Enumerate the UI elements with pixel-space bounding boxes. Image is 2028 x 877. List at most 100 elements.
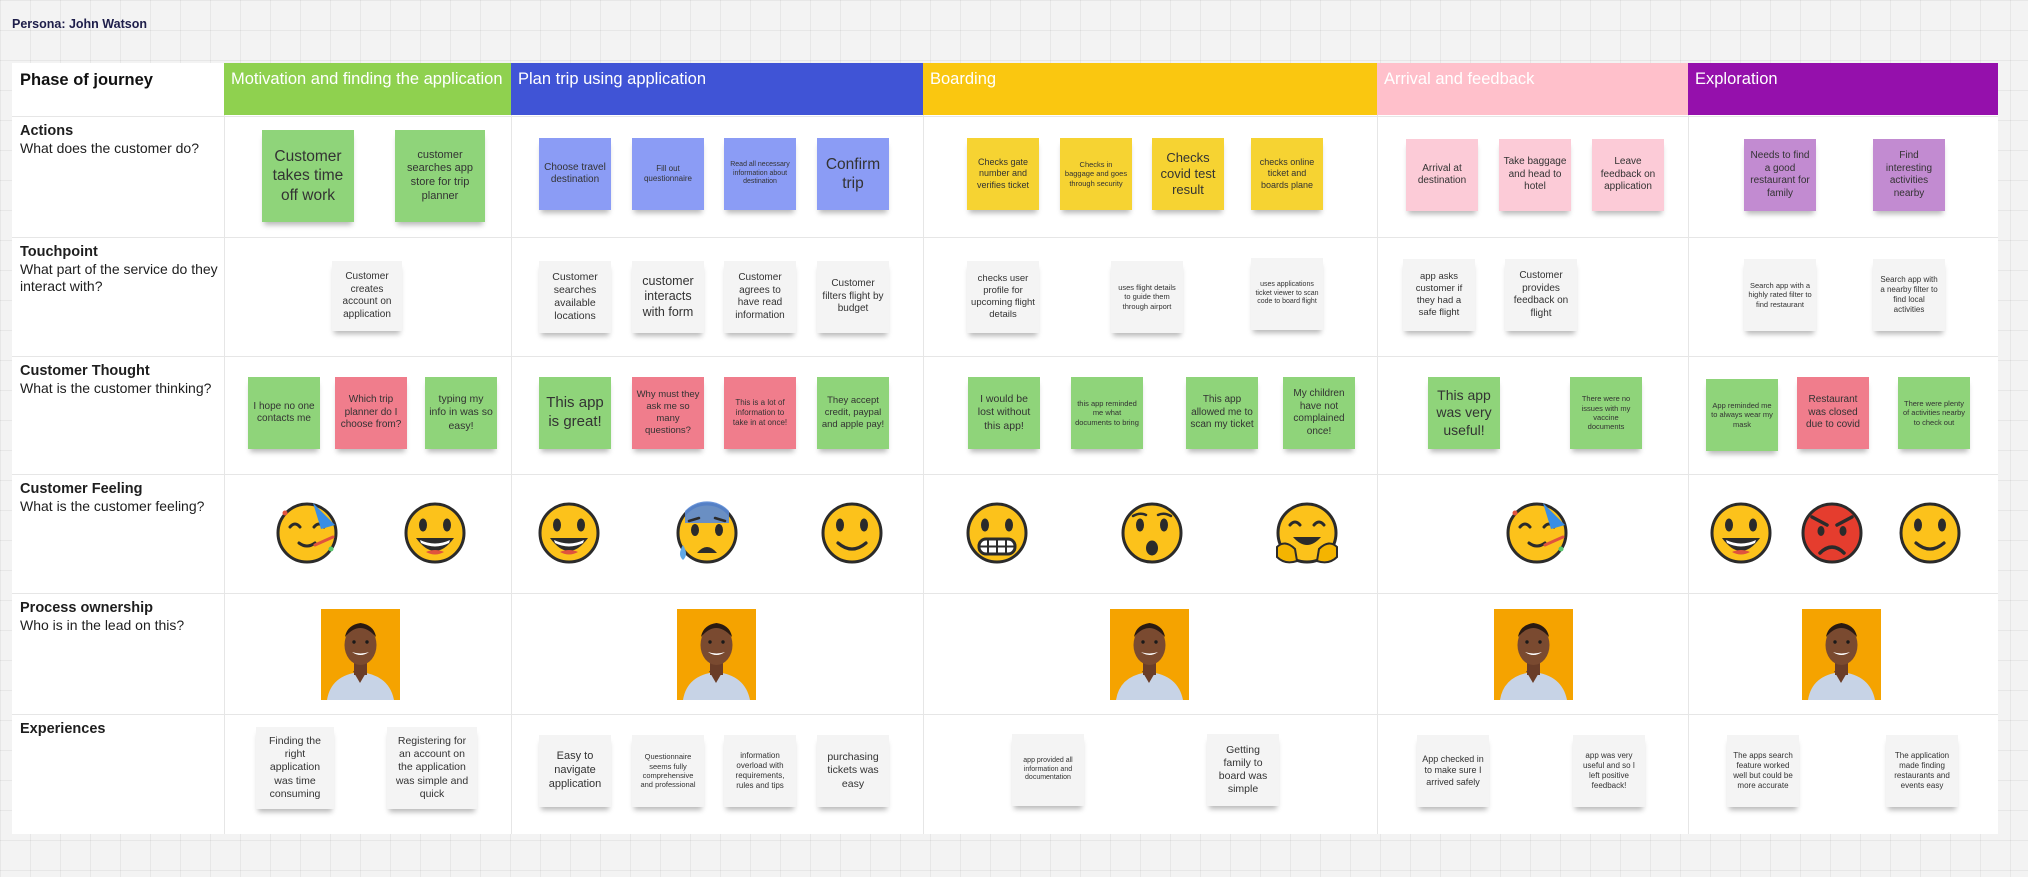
sticky-note[interactable]: Checks gate number and verifies ticket — [967, 138, 1039, 210]
journey-map-board: Phase of journey Motivation and finding … — [12, 63, 1998, 834]
row-divider — [12, 237, 1998, 238]
sticky-note[interactable]: They accept credit, paypal and apple pay… — [817, 377, 889, 449]
sticky-note[interactable]: This app was very useful! — [1428, 377, 1500, 449]
person-avatar-icon — [321, 609, 400, 700]
sticky-note[interactable]: I would be lost without this app! — [968, 377, 1040, 449]
column-divider — [1688, 63, 1689, 834]
sticky-note[interactable]: uses applications ticket viewer to scan … — [1251, 258, 1323, 330]
sticky-note[interactable]: Registering for an account on the applic… — [387, 727, 477, 809]
phase-header[interactable]: Arrival and feedback — [1377, 63, 1688, 115]
sticky-note[interactable]: Restaurant was closed due to covid — [1797, 377, 1869, 449]
row-label-subtitle: Who is in the lead on this? — [20, 617, 185, 633]
sticky-note[interactable]: Choose travel destination — [539, 138, 611, 210]
sticky-note[interactable]: Why must they ask me so many questions? — [632, 377, 704, 449]
sticky-note[interactable]: Needs to find a good restaurant for fami… — [1744, 139, 1816, 211]
sticky-note[interactable]: The application made finding restaurants… — [1886, 735, 1958, 807]
sticky-note[interactable]: Customer provides feedback on flight — [1505, 259, 1577, 331]
sticky-note[interactable]: Questionnaire seems fully comprehensive … — [632, 735, 704, 807]
sticky-note[interactable]: Fill out questionnaire — [632, 138, 704, 210]
partying-face-icon — [1506, 502, 1568, 564]
hushed-face-icon — [1121, 502, 1183, 564]
sticky-note[interactable]: App reminded me to always wear my mask — [1706, 379, 1778, 451]
row-label-title: Customer Feeling — [20, 481, 143, 497]
sticky-note[interactable]: information overload with requirements, … — [724, 735, 796, 807]
sticky-note[interactable]: checks online ticket and boards plane — [1251, 138, 1323, 210]
column-divider — [511, 63, 512, 834]
row-label-title: Process ownership — [20, 600, 153, 616]
row-label-title: Customer Thought — [20, 363, 150, 379]
row-label-title: Actions — [20, 123, 74, 139]
sticky-note[interactable]: typing my info in was so easy! — [425, 377, 497, 449]
sticky-note[interactable]: Confirm trip — [817, 138, 889, 210]
sticky-note[interactable]: app provided all information and documen… — [1012, 734, 1084, 806]
row-divider — [12, 474, 1998, 475]
sticky-note[interactable]: Customer searches available locations — [539, 261, 611, 333]
sticky-note[interactable]: This app is great! — [539, 377, 611, 449]
sticky-note[interactable]: This app allowed me to scan my ticket — [1186, 377, 1258, 449]
sticky-note[interactable]: app was very useful and so I left positi… — [1573, 735, 1645, 807]
sticky-note[interactable]: My children have not complained once! — [1283, 377, 1355, 449]
persona-label: Persona: John Watson — [12, 17, 147, 31]
sticky-note[interactable]: Customer filters flight by budget — [817, 261, 889, 333]
column-divider — [923, 63, 924, 834]
person-avatar-icon — [1802, 609, 1881, 700]
sticky-note[interactable]: checks user profile for upcoming flight … — [967, 261, 1039, 333]
sticky-note[interactable]: The apps search feature worked well but … — [1727, 735, 1799, 807]
row-label-subtitle: What is the customer thinking? — [20, 380, 212, 396]
row-label-subtitle: What does the customer do? — [20, 140, 199, 156]
phase-header[interactable]: Motivation and finding the application — [224, 63, 511, 115]
column-divider — [1377, 63, 1378, 834]
sticky-note[interactable]: customer searches app store for trip pla… — [395, 130, 485, 222]
sticky-note[interactable]: app asks customer if they had a safe fli… — [1403, 259, 1475, 331]
person-avatar-icon — [1110, 609, 1189, 700]
sticky-note[interactable]: Take baggage and head to hotel — [1499, 139, 1571, 211]
phase-header[interactable]: Plan trip using application — [511, 63, 923, 115]
sticky-note[interactable]: Checks in baggage and goes through secur… — [1060, 138, 1132, 210]
sticky-note[interactable]: Customer takes time off work — [262, 130, 354, 222]
sticky-note[interactable]: Arrival at destination — [1406, 139, 1478, 211]
sticky-note[interactable]: I hope no one contacts me — [248, 377, 320, 449]
row-divider — [12, 714, 1998, 715]
sticky-note[interactable]: App checked in to make sure I arrived sa… — [1417, 735, 1489, 807]
sticky-note[interactable]: Search app with a highly rated filter to… — [1744, 259, 1816, 331]
column-divider — [224, 63, 225, 834]
slightly-smiling-face-icon — [821, 502, 883, 564]
row-divider — [12, 356, 1998, 357]
sticky-note[interactable]: Checks covid test result — [1152, 138, 1224, 210]
sticky-note[interactable]: Customer creates account on application — [332, 261, 402, 331]
row-header-phase: Phase of journey — [20, 71, 153, 89]
sticky-note[interactable]: Leave feedback on application — [1592, 139, 1664, 211]
person-avatar-icon — [1494, 609, 1573, 700]
sticky-note[interactable]: Finding the right application was time c… — [256, 727, 334, 809]
sticky-note[interactable]: Getting family to board was simple — [1207, 734, 1279, 806]
sticky-note[interactable]: Easy to navigate application — [539, 735, 611, 807]
person-avatar-icon — [677, 609, 756, 700]
sticky-note[interactable]: There were no issues with my vaccine doc… — [1570, 377, 1642, 449]
grinning-face-icon — [404, 502, 466, 564]
sticky-note[interactable]: Customer agrees to have read information — [724, 261, 796, 333]
grinning-face-icon — [1710, 502, 1772, 564]
partying-face-icon — [276, 502, 338, 564]
sticky-note[interactable]: customer interacts with form — [632, 261, 704, 333]
row-label: Experiences — [20, 721, 225, 738]
row-divider — [12, 116, 1998, 117]
sticky-note[interactable]: Find interesting activities nearby — [1873, 139, 1945, 211]
sticky-note[interactable]: uses flight details to guide them throug… — [1111, 261, 1183, 333]
row-label-title: Touchpoint — [20, 244, 98, 260]
sticky-note[interactable]: There were plenty of activities nearby t… — [1898, 377, 1970, 449]
sticky-note[interactable]: Search app with a nearby filter to find … — [1873, 259, 1945, 331]
slightly-smiling-face-icon — [1899, 502, 1961, 564]
sticky-note[interactable]: Which trip planner do I choose from? — [335, 377, 407, 449]
phase-header[interactable]: Boarding — [923, 63, 1377, 115]
sticky-note[interactable]: this app reminded me what documents to b… — [1071, 377, 1143, 449]
phase-header[interactable]: Exploration — [1688, 63, 1998, 115]
sticky-note[interactable]: purchasing tickets was easy — [817, 735, 889, 807]
sticky-note[interactable]: Read all necessary information about des… — [724, 138, 796, 210]
grimacing-face-icon — [966, 502, 1028, 564]
sticky-note[interactable]: This is a lot of information to take in … — [724, 377, 796, 449]
